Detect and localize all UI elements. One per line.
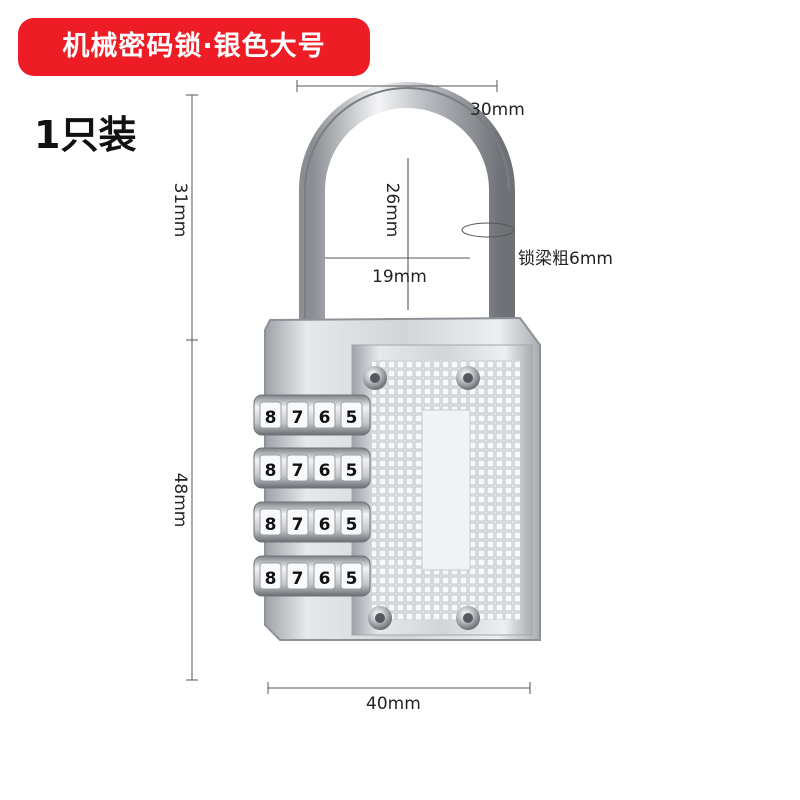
dial-digit: 7 [292,408,304,428]
dial-digit: 6 [319,515,331,535]
dial-digit: 5 [346,515,358,535]
dial-digit: 7 [292,515,304,535]
screw-icon [363,366,480,630]
dial-face [313,401,336,429]
shackle-inner-height-label: 26mm [382,182,402,238]
dial-face [313,454,336,482]
shackle [299,82,515,330]
dial-face [313,562,336,590]
dial-digit: 7 [292,569,304,589]
shackle-height-label: 31mm [170,182,190,238]
dial-digit: 5 [346,461,358,481]
product-title-banner: 机械密码锁·银色大号 [18,18,370,76]
shackle-inner-width-label: 19mm [372,267,427,287]
dial-digit: 8 [265,461,277,481]
body-width-label: 40mm [366,694,421,714]
dial-digit: 5 [346,408,358,428]
dial-digit: 8 [265,569,277,589]
dial-face [340,562,363,590]
dial-digit: 8 [265,515,277,535]
shackle-thickness-label: 锁梁粗6mm [518,249,613,269]
dial-digit: 6 [319,408,331,428]
dial-face [340,508,363,536]
dial-digit: 6 [319,569,331,589]
dial-face [313,508,336,536]
body-height-label: 48mm [170,472,190,528]
dial-face [259,454,282,482]
dial-face [259,562,282,590]
dial-face [286,454,309,482]
shackle-width-label: 30mm [470,100,525,120]
dial-digit: 6 [319,461,331,481]
dial-face [259,401,282,429]
dial-digit: 8 [265,408,277,428]
dial-face [286,562,309,590]
quantity-label: 1只装 [34,113,137,157]
dial-face [340,454,363,482]
dial-face [340,401,363,429]
dial-face [286,401,309,429]
dial-face [259,508,282,536]
dial-digit: 7 [292,461,304,481]
dial-digit: 5 [346,569,358,589]
dial-face [286,508,309,536]
